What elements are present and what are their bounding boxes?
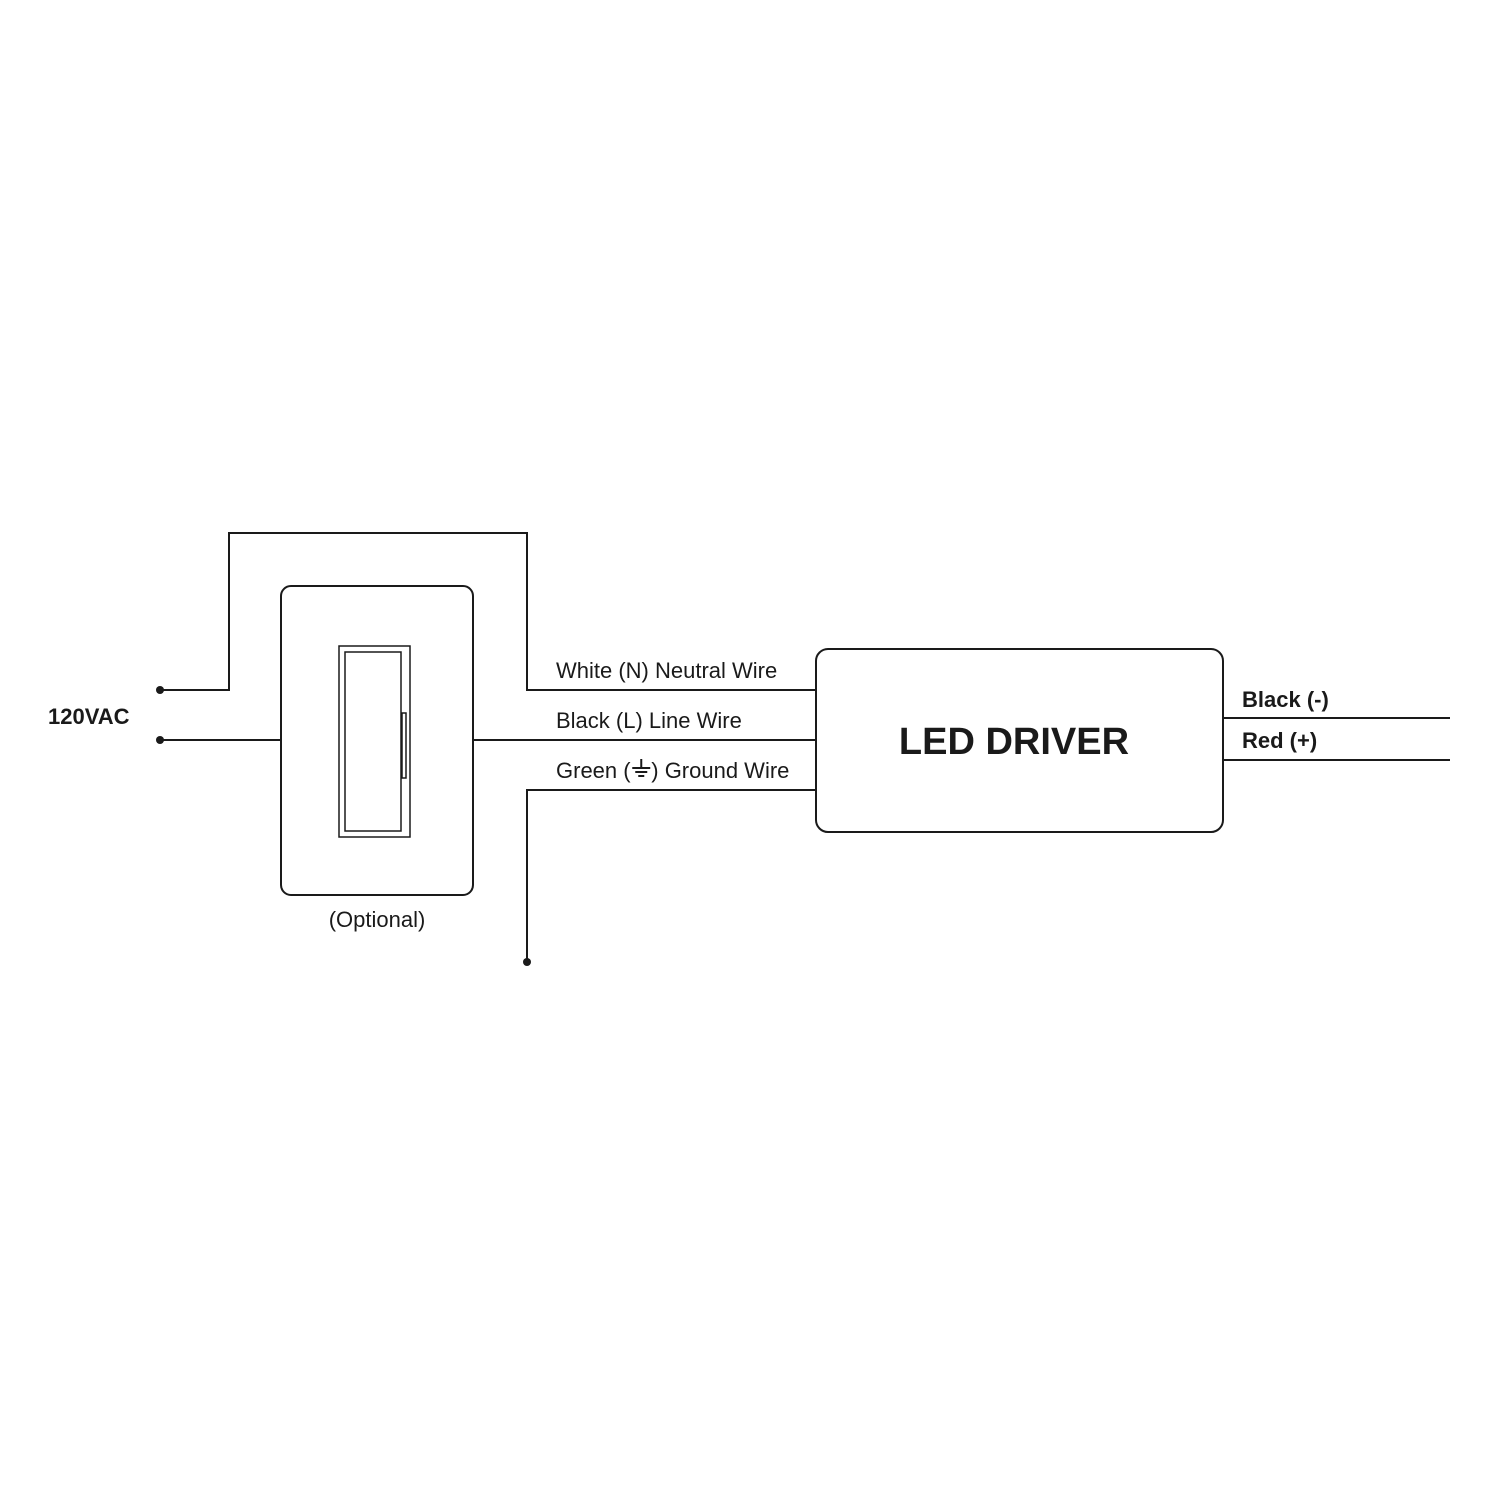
led-driver-box [815,648,1224,833]
ground-wire [526,789,816,962]
source-voltage-label: 120VAC [48,704,130,729]
dimmer-caption: (Optional) [329,907,426,932]
dimmer-slider [401,712,407,779]
neutral-wire [160,532,816,691]
output-black-label: Black (-) [1242,687,1329,712]
led-driver-title: LED DRIVER [899,721,1129,763]
line-wire-label: Black (L) Line Wire [556,708,742,733]
dimmer-paddle-inner [344,651,402,832]
source-terminal-neutral [156,686,164,694]
output-red-label: Red (+) [1242,728,1317,753]
ground-wire-label-prefix: Green ( [556,758,631,783]
ground-wire-label-suffix: ) Ground Wire [651,758,789,783]
ground-symbol-icon [632,759,651,777]
neutral-wire-label: White (N) Neutral Wire [556,658,777,683]
source-terminal-line [156,736,164,744]
ground-terminal [523,958,531,966]
dimmer-switch [280,585,474,896]
